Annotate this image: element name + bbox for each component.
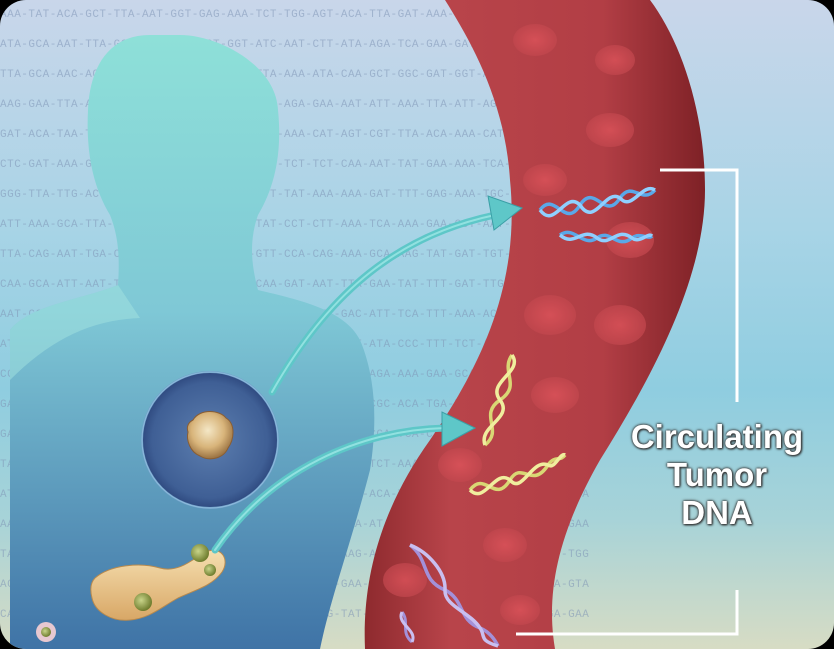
label-line-2: Tumor <box>600 456 834 494</box>
label-line-1: Circulating <box>600 418 834 456</box>
zoomed-tumor-circle <box>142 372 278 508</box>
tumor-mass <box>187 412 233 459</box>
circulating-tumor-dna-label: Circulating Tumor DNA <box>600 418 834 532</box>
label-line-3: DNA <box>600 494 834 532</box>
